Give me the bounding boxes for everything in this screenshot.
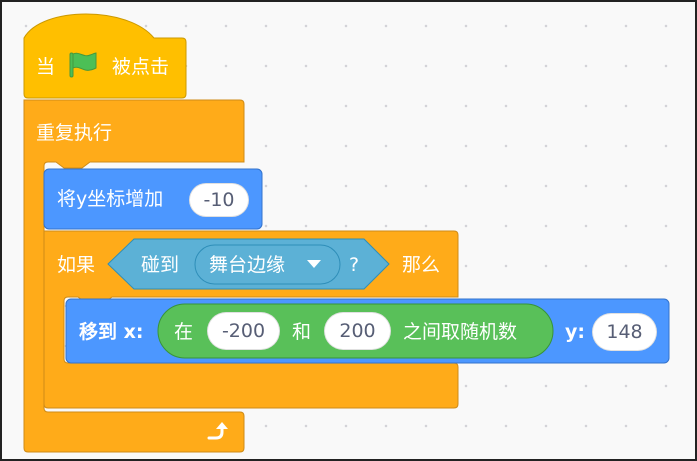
then-label: 那么	[402, 254, 441, 276]
goto-label: 移到 x:	[79, 321, 144, 343]
clicked-label: 被点击	[112, 56, 170, 78]
if-label: 如果	[57, 254, 96, 276]
caret-down-icon	[307, 260, 321, 268]
change-y-label: 将y坐标增加	[57, 188, 164, 210]
when-label: 当	[36, 56, 56, 78]
touching-dropdown-value[interactable]: 舞台边缘	[209, 254, 286, 276]
goto-y-input[interactable]: 148	[592, 313, 657, 351]
forever-label: 重复执行	[36, 122, 113, 144]
forever-block-shape	[23, 99, 245, 453]
touching-dropdown-shape	[194, 244, 341, 285]
change-y-value-input[interactable]: -10	[189, 183, 249, 217]
random-from-input[interactable]: -200	[207, 312, 280, 350]
touching-label: 碰到	[141, 254, 180, 276]
touching-question-mark: ?	[349, 254, 360, 276]
loop-arrow-icon	[207, 422, 228, 440]
green-flag-icon	[69, 52, 97, 78]
random-in-label: 在	[174, 321, 194, 343]
random-and-label: 和	[292, 321, 312, 343]
goto-y-label: y:	[565, 321, 585, 343]
random-to-input[interactable]: 200	[324, 312, 391, 350]
random-between-label: 之间取随机数	[403, 321, 518, 343]
hat-block-shape	[23, 13, 187, 99]
